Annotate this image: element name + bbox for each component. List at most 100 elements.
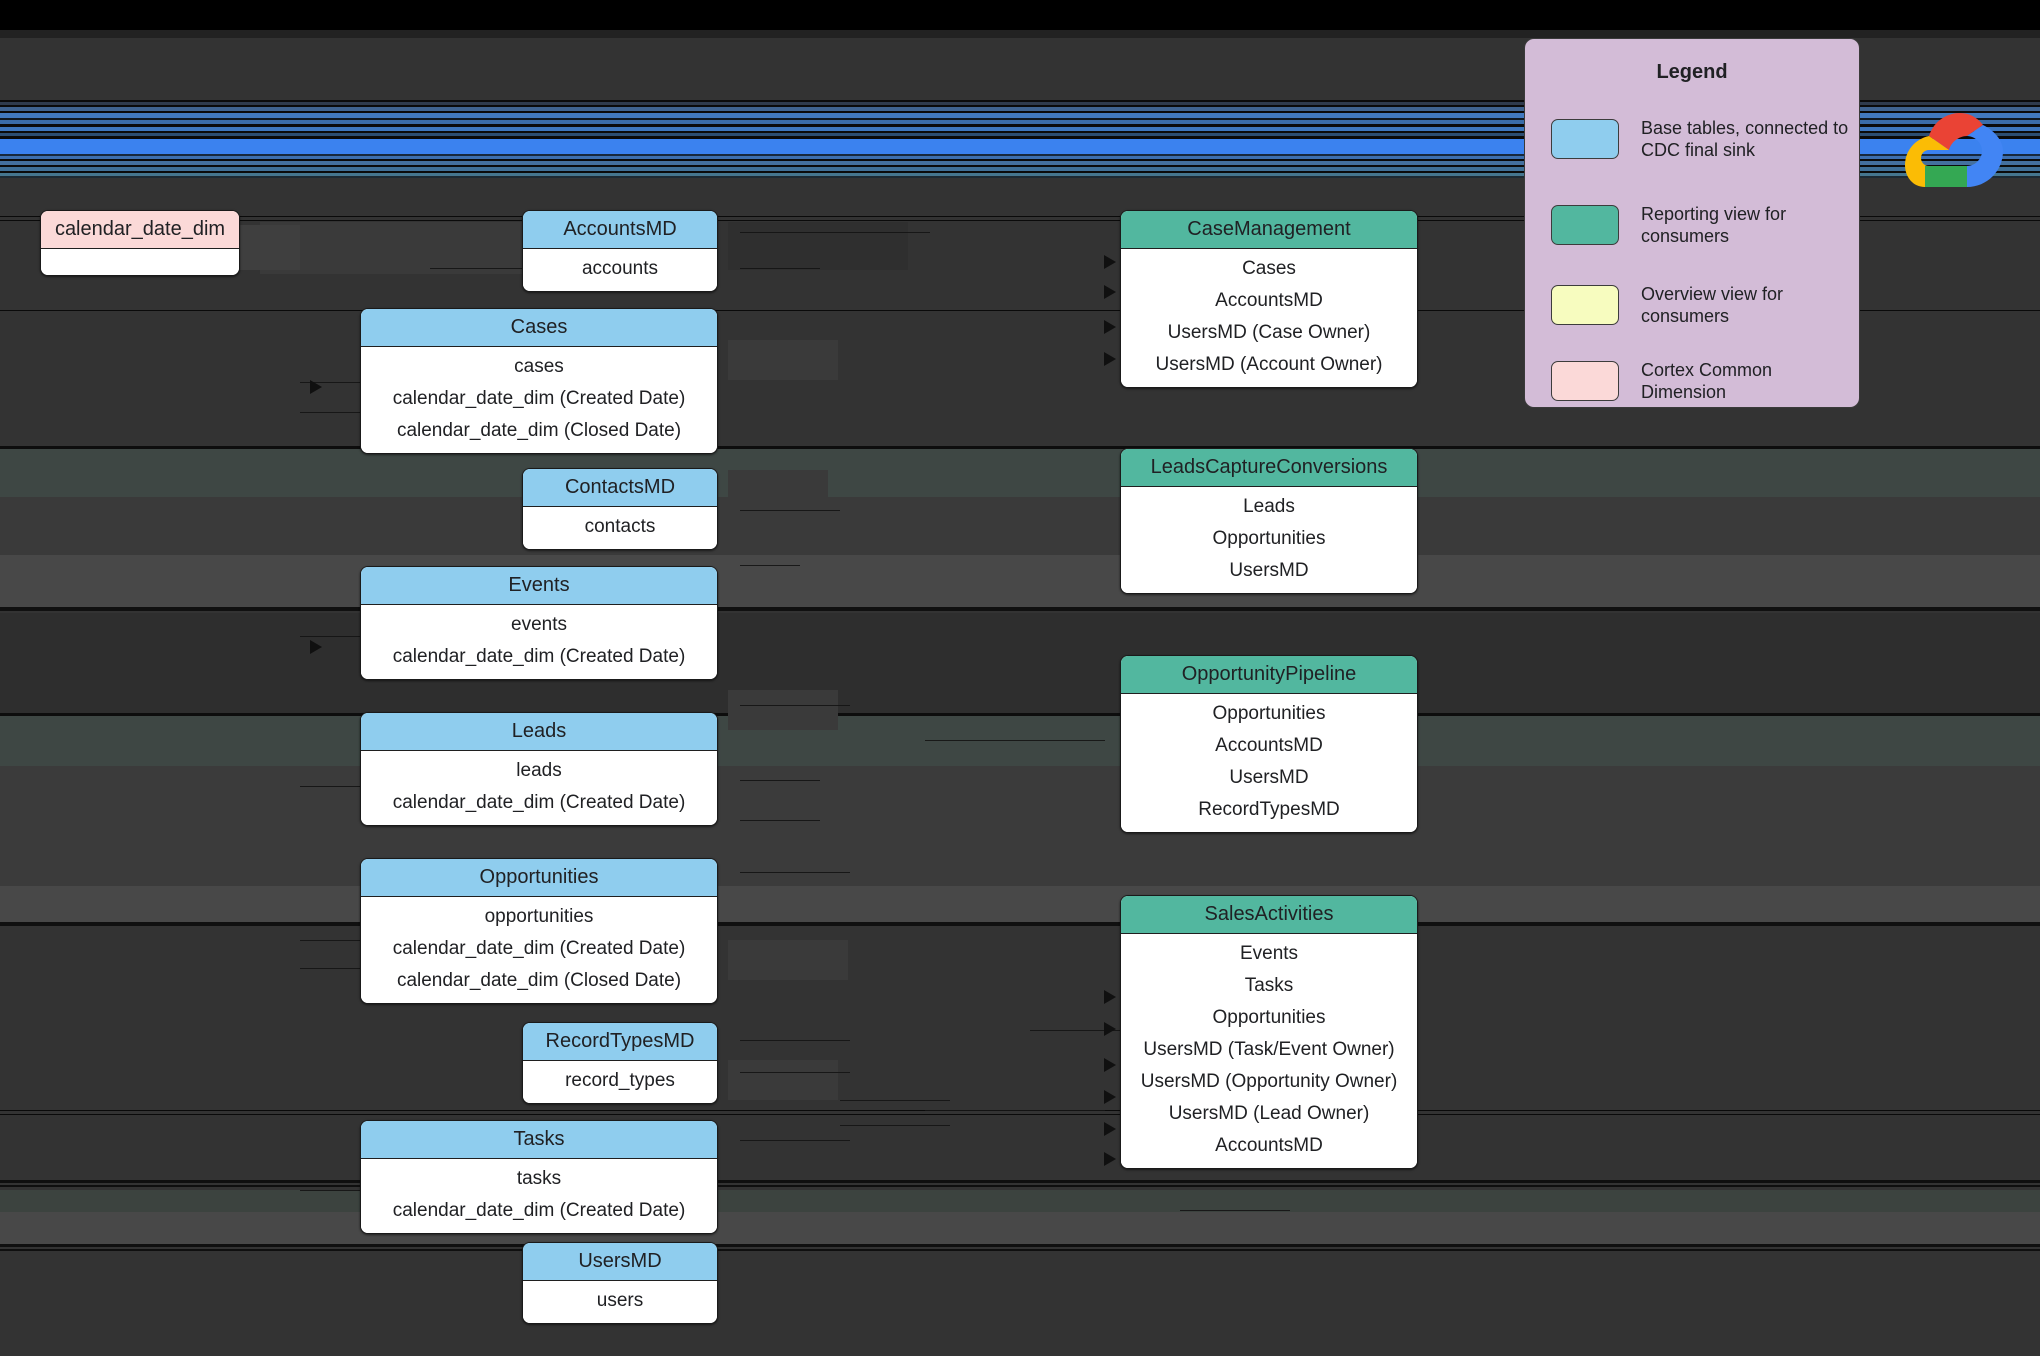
node-body: tasks calendar_date_dim (Created Date) xyxy=(361,1159,717,1233)
connector-line xyxy=(925,740,1105,741)
node-row: leads xyxy=(516,760,562,781)
node-row: calendar_date_dim (Closed Date) xyxy=(396,420,682,441)
ghost-band xyxy=(0,607,2040,611)
node-row: accounts xyxy=(581,258,659,279)
node-title: SalesActivities xyxy=(1121,896,1417,934)
legend-swatch-reporting-view xyxy=(1551,205,1619,245)
node-tasks[interactable]: Tasks tasks calendar_date_dim (Created D… xyxy=(360,1120,718,1234)
node-row: UsersMD xyxy=(1229,767,1309,788)
node-row: Opportunities xyxy=(1212,528,1326,549)
node-row: record_types xyxy=(565,1070,675,1091)
ghost-block xyxy=(240,225,300,270)
connector-line xyxy=(740,268,820,269)
ghost-band xyxy=(0,555,2040,607)
node-leads[interactable]: Leads leads calendar_date_dim (Created D… xyxy=(360,712,718,826)
node-events[interactable]: Events events calendar_date_dim (Created… xyxy=(360,566,718,680)
ghost-band xyxy=(0,1190,2040,1212)
node-body: Cases AccountsMD UsersMD (Case Owner) Us… xyxy=(1121,249,1417,387)
node-salesactivities[interactable]: SalesActivities Events Tasks Opportuniti… xyxy=(1120,895,1418,1169)
node-row: UsersMD xyxy=(1229,560,1309,581)
node-row: cases xyxy=(514,356,564,377)
ghost-band xyxy=(0,1249,2040,1251)
node-title: OpportunityPipeline xyxy=(1121,656,1417,694)
node-row: Opportunities xyxy=(1212,1007,1326,1028)
connector-line xyxy=(740,872,850,873)
connector-arrow xyxy=(1104,255,1116,269)
ghost-band xyxy=(0,449,2040,497)
ghost-band xyxy=(0,713,2040,716)
ghost-hairline xyxy=(0,216,2040,217)
node-body: opportunities calendar_date_dim (Created… xyxy=(361,897,717,1003)
connector-arrow xyxy=(1104,1058,1116,1072)
connector-line xyxy=(740,1072,850,1073)
node-casemanagement[interactable]: CaseManagement Cases AccountsMD UsersMD … xyxy=(1120,210,1418,388)
connector-arrow xyxy=(1104,1122,1116,1136)
connector-line xyxy=(740,780,820,781)
node-body: contacts xyxy=(523,507,717,549)
node-title: Opportunities xyxy=(361,859,717,897)
legend-label: Overview view for consumers xyxy=(1641,284,1784,326)
legend-swatch-overview-view xyxy=(1551,285,1619,325)
ghost-block xyxy=(260,222,560,274)
node-row: calendar_date_dim (Created Date) xyxy=(392,938,686,959)
node-body: cases calendar_date_dim (Created Date) c… xyxy=(361,347,717,453)
node-row: UsersMD (Opportunity Owner) xyxy=(1140,1071,1398,1092)
connector-line xyxy=(740,1140,850,1141)
node-opportunities[interactable]: Opportunities opportunities calendar_dat… xyxy=(360,858,718,1004)
node-body: leads calendar_date_dim (Created Date) xyxy=(361,751,717,825)
node-calendar-date-dim[interactable]: calendar_date_dim xyxy=(40,210,240,276)
node-body: users xyxy=(523,1281,717,1323)
ghost-block xyxy=(728,340,838,380)
node-body xyxy=(41,249,239,275)
node-accountsmd[interactable]: AccountsMD accounts xyxy=(522,210,718,292)
node-leadscaptureconversions[interactable]: LeadsCaptureConversions Leads Opportunit… xyxy=(1120,448,1418,594)
legend-swatch-cortex-dimension xyxy=(1551,361,1619,401)
node-title: ContactsMD xyxy=(523,469,717,507)
ghost-band xyxy=(0,1212,2040,1244)
node-title: calendar_date_dim xyxy=(41,211,239,249)
connector-arrow xyxy=(1104,1022,1116,1036)
connector-line xyxy=(740,510,840,511)
node-title: Cases xyxy=(361,309,717,347)
node-row: UsersMD (Lead Owner) xyxy=(1168,1103,1370,1124)
node-opportunitypipeline[interactable]: OpportunityPipeline Opportunities Accoun… xyxy=(1120,655,1418,833)
node-row: opportunities xyxy=(484,906,594,927)
node-recordtypesmd[interactable]: RecordTypesMD record_types xyxy=(522,1022,718,1104)
node-row: calendar_date_dim (Created Date) xyxy=(392,646,686,667)
node-row: AccountsMD xyxy=(1215,735,1323,756)
connector-line xyxy=(740,820,820,821)
node-contactsmd[interactable]: ContactsMD contacts xyxy=(522,468,718,550)
node-row: Cases xyxy=(1242,258,1296,279)
legend-item-cortex-dimension: Cortex Common Dimension xyxy=(1551,348,1859,414)
legend-item-overview-view: Overview view for consumers xyxy=(1551,272,1859,338)
node-row: UsersMD (Account Owner) xyxy=(1155,354,1383,375)
ghost-band xyxy=(0,613,2040,713)
ghost-band xyxy=(0,716,2040,766)
node-row: events xyxy=(511,614,567,635)
connector-line xyxy=(840,1100,950,1101)
blue-stripe-artifact xyxy=(0,100,2040,178)
ghost-block xyxy=(728,690,838,730)
node-cases[interactable]: Cases cases calendar_date_dim (Created D… xyxy=(360,308,718,454)
node-row: calendar_date_dim (Closed Date) xyxy=(396,970,682,991)
node-row: Leads xyxy=(1243,496,1295,517)
node-usersmd[interactable]: UsersMD users xyxy=(522,1242,718,1324)
node-row: UsersMD (Task/Event Owner) xyxy=(1143,1039,1395,1060)
ghost-block xyxy=(728,940,848,980)
node-body: events calendar_date_dim (Created Date) xyxy=(361,605,717,679)
connector-arrow xyxy=(1104,1090,1116,1104)
connector-arrow xyxy=(1104,1152,1116,1166)
ghost-hairline xyxy=(0,310,2040,311)
connector-arrow xyxy=(1104,320,1116,334)
node-title: LeadsCaptureConversions xyxy=(1121,449,1417,487)
connector-arrow xyxy=(310,380,322,394)
connector-line xyxy=(1180,1210,1290,1211)
node-row: Opportunities xyxy=(1212,703,1326,724)
ghost-band xyxy=(0,1180,2040,1183)
node-title: RecordTypesMD xyxy=(523,1023,717,1061)
node-row: contacts xyxy=(584,516,656,537)
ghost-block xyxy=(728,222,908,270)
connector-line xyxy=(840,1125,950,1126)
node-row: RecordTypesMD xyxy=(1198,799,1340,820)
